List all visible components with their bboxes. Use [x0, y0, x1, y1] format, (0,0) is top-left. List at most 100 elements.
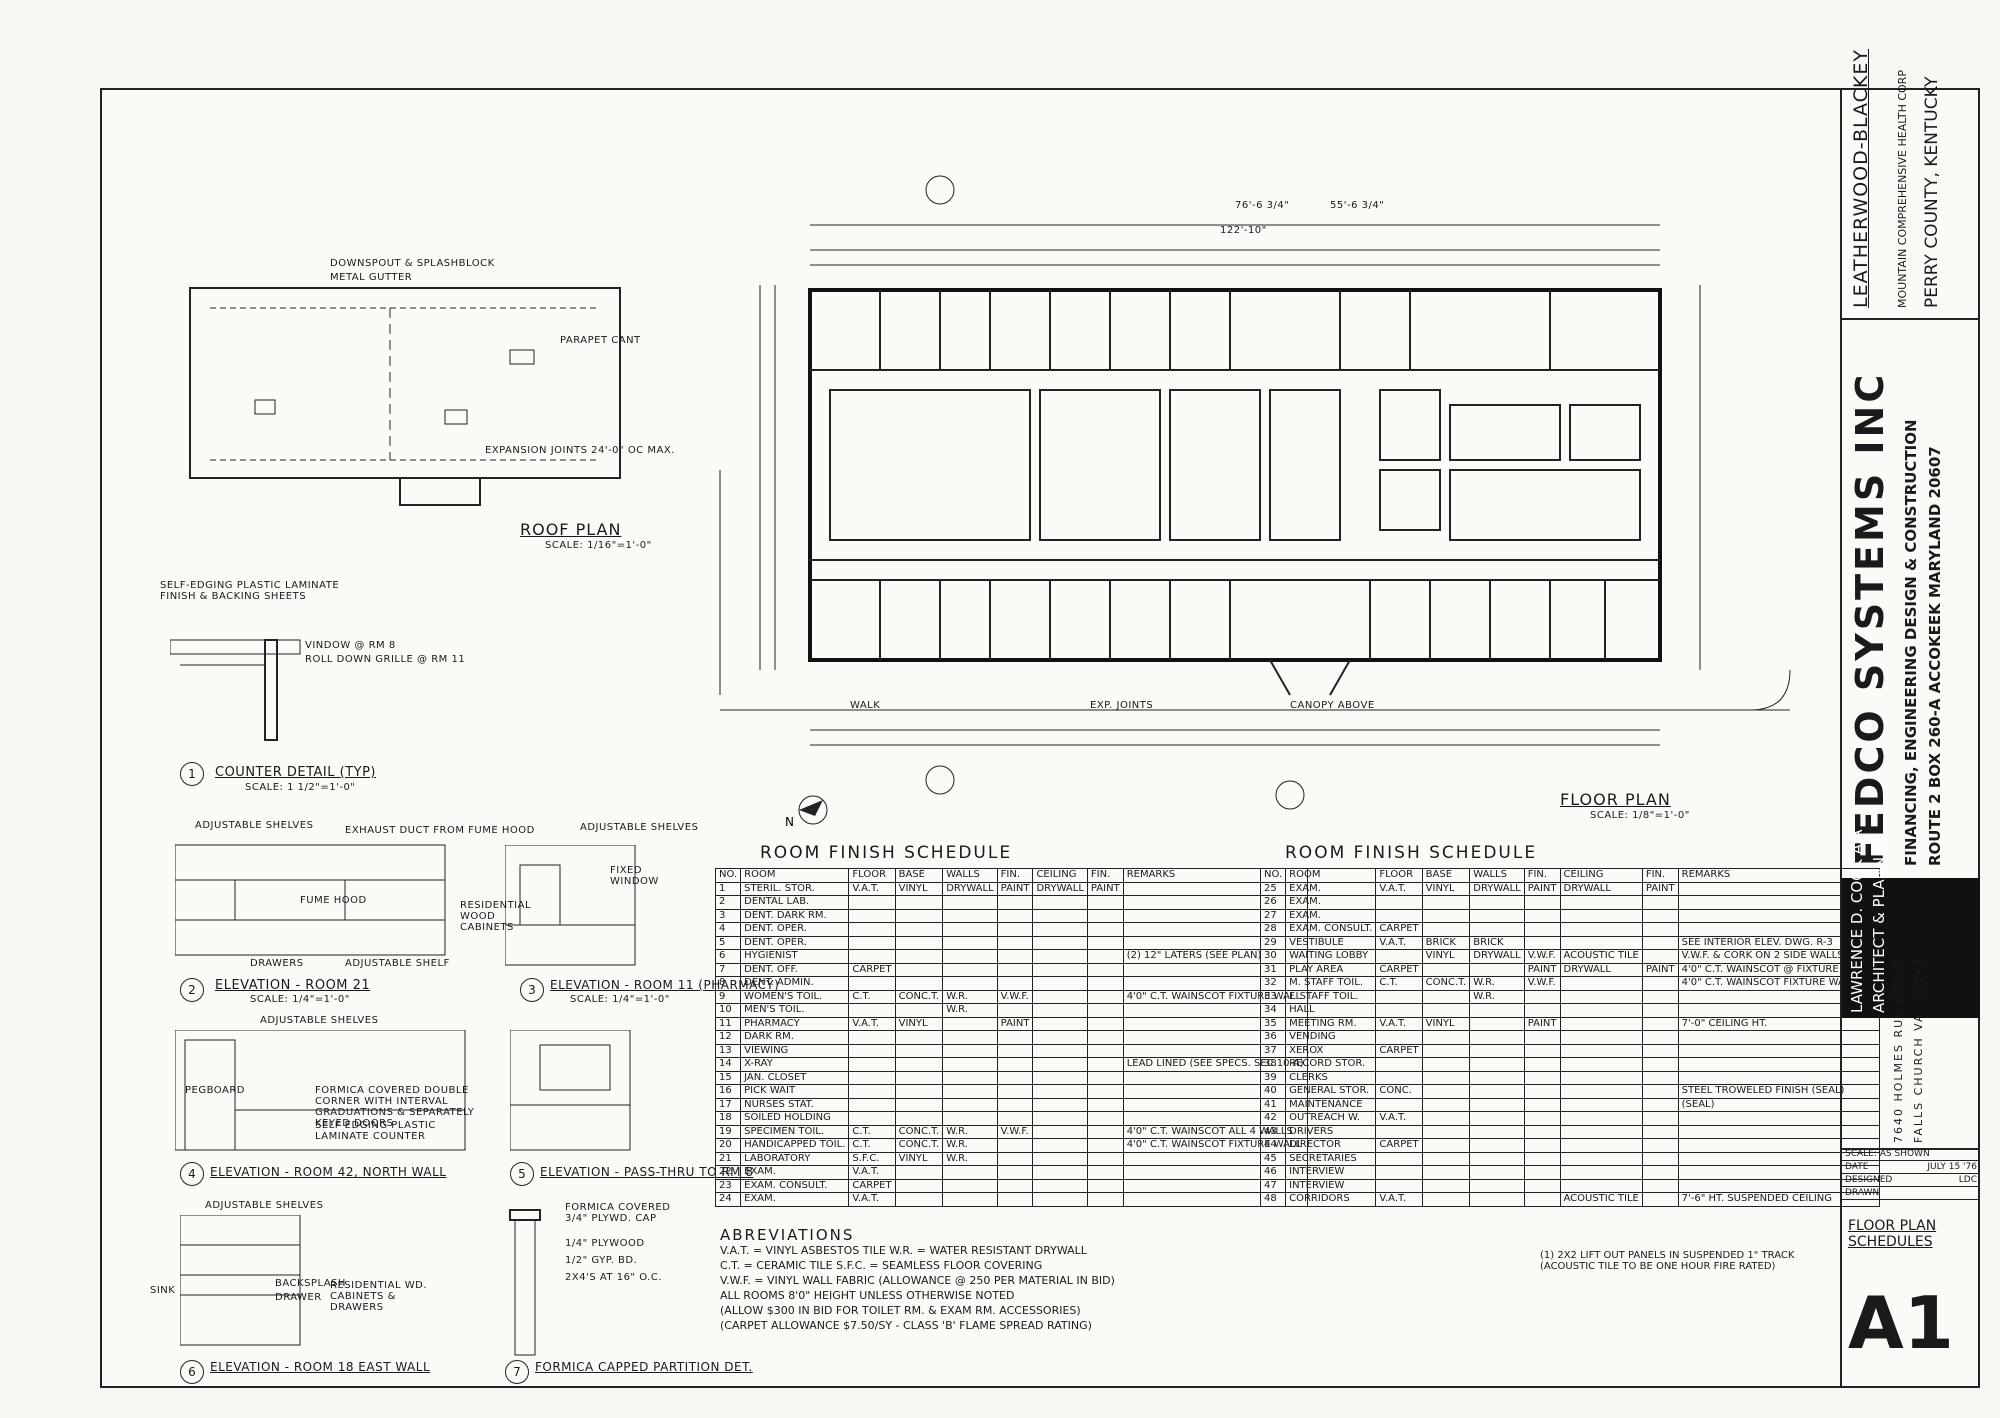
schedule-1-cell: PICK WAIT	[740, 1084, 850, 1099]
tb-info-box: SCALE: AS SHOWN DATE JULY 15 '76 DESIGNE…	[1842, 1148, 1980, 1208]
tb-architect-role: ARCHITECT & PLANNER	[1870, 837, 1888, 1013]
schedule-2-cell	[1641, 1124, 1679, 1139]
schedule-1-cell	[1086, 1030, 1124, 1045]
schedule-2-cell	[1523, 1084, 1561, 1099]
schedule-2-cell	[1523, 1178, 1561, 1193]
schedule-2-cell: EXAM.	[1285, 895, 1377, 910]
schedule-1-cell	[1032, 1043, 1088, 1058]
detail-7-drawing	[509, 1209, 541, 1356]
schedule-2-cell	[1469, 1016, 1525, 1031]
d7-note-2: 1/2" GYP. BD.	[565, 1255, 638, 1266]
schedule-2-cell: V.A.T.	[1375, 1016, 1423, 1031]
schedule-2-cell: DRYWALL	[1559, 962, 1643, 977]
tb-addr1: 7640 HOLMES RUN DRIVE	[1892, 958, 1905, 1143]
schedule-2-cell	[1469, 908, 1525, 923]
d6-note-0: ADJUSTABLE SHELVES	[205, 1200, 324, 1211]
schedule-2-cell	[1641, 1192, 1679, 1207]
schedule-1-cell	[996, 1030, 1034, 1045]
schedule-2-cell: M. STAFF TOIL.	[1285, 976, 1377, 991]
schedule-1-cell: EXAM.	[740, 1165, 850, 1180]
schedule-1-cell	[848, 908, 896, 923]
d4-note-1: PEGBOARD	[185, 1085, 245, 1096]
schedule-1-cell: C.T.	[848, 989, 896, 1004]
schedule-1-cell	[894, 1057, 944, 1072]
schedule-2-cell: ACOUSTIC TILE	[1559, 1192, 1643, 1207]
detail-5-drawing	[510, 1030, 631, 1151]
schedule-1-cell: DARK RM.	[740, 1030, 850, 1045]
schedule-1-cell	[1086, 1057, 1124, 1072]
schedule-1-cell	[942, 935, 998, 950]
schedule-1-cell	[942, 1057, 998, 1072]
schedule-2-cell: EXAM.	[1285, 881, 1377, 896]
schedule-2-cell: C.T.	[1375, 976, 1423, 991]
schedule-2-cell	[1559, 989, 1643, 1004]
detail-4-title: ELEVATION - ROOM 42, NORTH WALL	[210, 1165, 447, 1179]
schedule-2-cell	[1375, 1030, 1423, 1045]
tb-project: LEATHERWOOD-BLACKEY	[1850, 48, 1872, 308]
schedule-1-cell: NURSES STAT.	[740, 1097, 850, 1112]
schedule-2-cell	[1559, 1070, 1643, 1085]
schedule-2-cell	[1641, 908, 1679, 923]
detail-4-drawing	[175, 1030, 466, 1151]
schedule-1-cell	[1032, 1084, 1088, 1099]
schedule-1-cell	[1086, 962, 1124, 977]
schedule-1-cell	[894, 1165, 944, 1180]
schedule-1-header-cell: FIN.	[996, 868, 1034, 883]
schedule-1-cell: W.R.	[942, 1151, 998, 1166]
schedule-1-header-cell: FIN.	[1086, 868, 1124, 883]
schedule-2-cell	[1641, 935, 1679, 950]
schedule-1-cell	[894, 1030, 944, 1045]
schedule-1-cell	[894, 935, 944, 950]
schedule-1-cell	[848, 1030, 896, 1045]
roof-note-downspout: DOWNSPOUT & SPLASHBLOCK	[330, 258, 495, 269]
schedule-2-cell	[1375, 908, 1423, 923]
d7-note-1: 1/4" PLYWOOD	[565, 1238, 645, 1249]
schedule-1-cell: DENT. ADMIN.	[740, 976, 850, 991]
schedule-1-cell	[894, 1043, 944, 1058]
schedule-2-cell	[1469, 1003, 1525, 1018]
schedule-2-cell	[1641, 1070, 1679, 1085]
detail-1-title: COUNTER DETAIL (TYP)	[215, 765, 376, 780]
detail-2-scale: SCALE: 1/4"=1'-0"	[250, 994, 350, 1005]
schedule-2-cell: V.A.T.	[1375, 935, 1423, 950]
schedule-1-cell	[848, 1111, 896, 1126]
schedule-2-header-cell: NO.	[1259, 868, 1287, 883]
roof-plan-title: ROOF PLAN	[520, 520, 622, 539]
schedule-1-cell	[942, 976, 998, 991]
tb-sheet-number: A1	[1848, 1281, 1954, 1365]
schedule-2-cell: PAINT	[1523, 1016, 1561, 1031]
schedule-1-cell	[942, 1165, 998, 1180]
schedule-1-header-cell: BASE	[894, 868, 944, 883]
schedule-1-cell	[1032, 1070, 1088, 1085]
schedule-2-cell: V.A.T.	[1375, 881, 1423, 896]
schedule-1-cell	[996, 1165, 1034, 1180]
schedule-1-cell	[996, 922, 1034, 937]
detail-6-title: ELEVATION - ROOM 18 EAST WALL	[210, 1360, 431, 1374]
schedule-1-cell	[1032, 1165, 1088, 1180]
schedule-2-cell	[1421, 1178, 1471, 1193]
schedule-2-cell	[1469, 1070, 1525, 1085]
schedule-1-cell	[894, 1003, 944, 1018]
schedule-2-header-cell: ROOM	[1285, 868, 1377, 883]
schedule-2-cell	[1641, 1057, 1679, 1072]
schedule-1-cell	[996, 1070, 1034, 1085]
floor-dim-right: 55'-6 3/4"	[1330, 200, 1385, 211]
schedule-2-cell: 48	[1259, 1192, 1287, 1207]
schedule-1-cell	[996, 1178, 1034, 1193]
tb-scale: SCALE: AS SHOWN	[1842, 1148, 1980, 1161]
roof-note-cant: PARAPET CANT	[560, 335, 641, 346]
schedule-2-cell: EXAM. CONSULT.	[1285, 922, 1377, 937]
schedule-1-cell	[1086, 1124, 1124, 1139]
schedule-2-cell	[1375, 1151, 1423, 1166]
schedule-1-cell	[996, 962, 1034, 977]
